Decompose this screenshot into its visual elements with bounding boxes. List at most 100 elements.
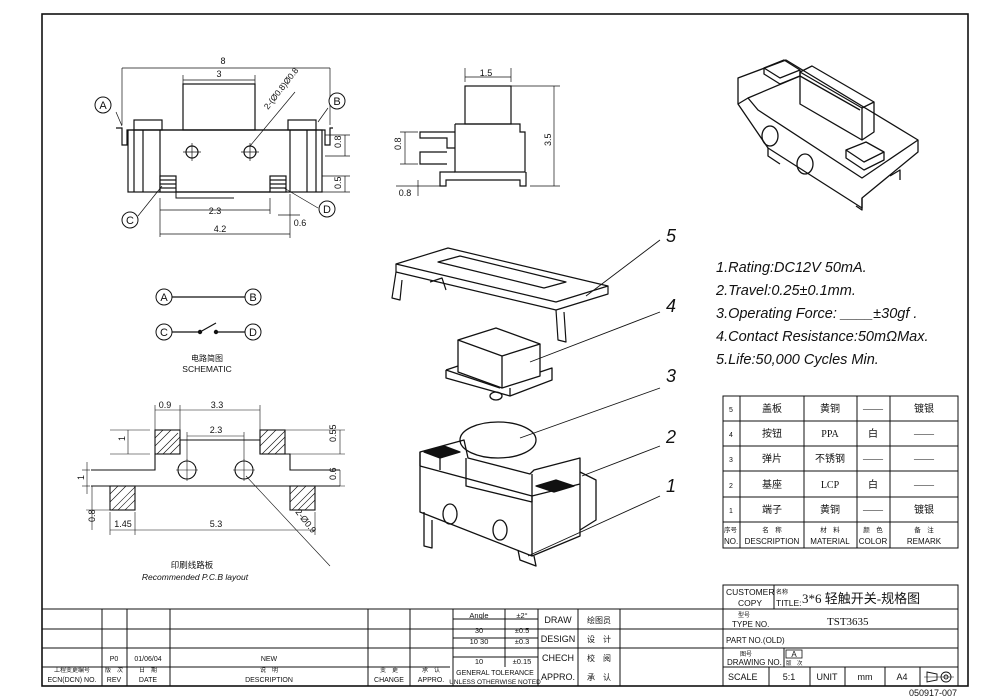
bom-cell-desc: 端子 xyxy=(762,503,782,516)
part-5-cover xyxy=(391,247,609,343)
svg-text:变 更: 变 更 xyxy=(380,666,398,674)
svg-text:CUSTOMER: CUSTOMER xyxy=(726,587,775,597)
bom-cell-color: 白 xyxy=(868,478,878,491)
bom-cell-desc: 基座 xyxy=(762,478,782,491)
pcb-dim-09: 0.9 xyxy=(159,400,172,410)
bom-cell-no: 4 xyxy=(729,432,733,439)
svg-text:承 认: 承 认 xyxy=(422,666,440,674)
schematic-a: A xyxy=(155,288,173,306)
svg-text:DESIGN: DESIGN xyxy=(541,634,576,644)
svg-text:版 次: 版 次 xyxy=(105,666,123,674)
pcb-dim-145: 1.45 xyxy=(114,519,132,529)
svg-text:A: A xyxy=(791,650,797,659)
pcb-caption-cn: 印刷线路板 xyxy=(171,560,214,570)
spec-life: 5.Life:50,000 Cycles Min. xyxy=(716,352,879,368)
spec-travel: 2.Travel:0.25±0.1mm. xyxy=(716,283,856,299)
schematic-c: C xyxy=(155,323,173,341)
svg-text:10 30: 10 30 xyxy=(470,637,489,646)
svg-text:±0.3: ±0.3 xyxy=(515,637,530,646)
svg-text:型号: 型号 xyxy=(738,611,750,619)
dim-top-button: 3 xyxy=(216,69,221,79)
bom-cell-color: —— xyxy=(862,505,884,516)
bom-cell-material: PPA xyxy=(821,429,839,440)
svg-text:D: D xyxy=(249,327,257,339)
bom-cell-material: LCP xyxy=(821,480,840,491)
bom-cell-material: 不锈钢 xyxy=(815,452,845,465)
terminal-label-c: C xyxy=(121,211,139,229)
bom-cell-remark: 镀银 xyxy=(914,402,934,415)
spec-rating: 1.Rating:DC12V 50mA. xyxy=(716,260,867,276)
title-block: CUSTOMER COPY 名称 TITLE: 3*6 轻触开关-规格图 型号 … xyxy=(48,587,954,686)
svg-text:Angle: Angle xyxy=(469,611,488,620)
part-label-4: 4 xyxy=(666,296,676,316)
svg-text:材 料: 材 料 xyxy=(820,525,840,534)
bom-cell-remark: —— xyxy=(913,480,935,491)
svg-text:REV: REV xyxy=(107,677,122,684)
border-frame xyxy=(41,13,969,687)
svg-text:01/06/04: 01/06/04 xyxy=(134,656,161,663)
terminal-label-a: A xyxy=(94,96,112,114)
pcb-caption: Recommended P.C.B layout xyxy=(142,572,249,582)
svg-text:B: B xyxy=(333,96,340,108)
pcb-dim-06: 0.6 xyxy=(328,467,338,480)
svg-text:NO.: NO. xyxy=(724,537,738,546)
dim-top-c1: 2.3 xyxy=(209,206,222,216)
svg-text:CHANGE: CHANGE xyxy=(374,677,404,684)
svg-text:±0.15: ±0.15 xyxy=(513,657,532,666)
svg-text:版 次: 版 次 xyxy=(786,659,803,667)
bom-cell-no: 3 xyxy=(729,457,733,464)
part-label-2: 2 xyxy=(665,427,676,447)
bom-cell-color: —— xyxy=(862,454,884,465)
svg-text:DESCRIPTION: DESCRIPTION xyxy=(745,537,800,546)
part-3-dome xyxy=(459,421,537,459)
svg-text:C: C xyxy=(160,327,168,339)
svg-text:B: B xyxy=(249,292,256,304)
bom-header: 序号 NO. 名 称 DESCRIPTION 材 料 MATERIAL 颜 色 … xyxy=(724,525,942,546)
svg-text:TITLE:: TITLE: xyxy=(776,598,802,608)
dim-top-hole: 2-(Ø0.8)Ø0.8 xyxy=(262,65,301,111)
svg-text:设 计: 设 计 xyxy=(587,634,611,644)
bom-cell-no: 5 xyxy=(729,407,733,414)
svg-text:校 阅: 校 阅 xyxy=(587,653,611,663)
bom-cell-color: —— xyxy=(862,404,884,415)
dim-top-h1: 0.8 xyxy=(333,135,343,148)
svg-text:ECN(DCN) NO.: ECN(DCN) NO. xyxy=(48,677,97,684)
type-value: TST3635 xyxy=(827,616,869,628)
dim-top-c3: 0.6 xyxy=(294,218,307,228)
projection-icon xyxy=(924,671,954,683)
svg-text:图号: 图号 xyxy=(740,651,752,658)
isometric-view xyxy=(737,59,919,211)
dim-side-s1: 0.8 xyxy=(393,137,403,150)
svg-text:PART NO.(OLD): PART NO.(OLD) xyxy=(726,636,785,645)
bom-cell-remark: —— xyxy=(913,454,935,465)
part-leaders xyxy=(519,239,661,557)
pcb-dim-53: 5.3 xyxy=(210,519,223,529)
svg-text:DESCRIPTION: DESCRIPTION xyxy=(245,677,293,684)
pcb-dim-23: 2.3 xyxy=(210,425,223,435)
schematic-d: D xyxy=(244,323,262,341)
schematic xyxy=(172,296,245,335)
svg-text:DRAW: DRAW xyxy=(544,615,572,625)
svg-text:C: C xyxy=(126,215,134,227)
dim-side-s2: 0.8 xyxy=(399,188,412,198)
bom-cell-remark: —— xyxy=(913,429,935,440)
bom-cell-no: 1 xyxy=(729,508,733,515)
dim-side-w: 1.5 xyxy=(480,68,493,78)
svg-text:序号: 序号 xyxy=(724,525,738,534)
svg-text:CHECH: CHECH xyxy=(542,653,574,663)
pcb-layout xyxy=(82,405,345,567)
svg-text:工程变更编号: 工程变更编号 xyxy=(54,666,90,674)
schematic-b: B xyxy=(244,288,262,306)
svg-text:±2°: ±2° xyxy=(516,611,527,620)
svg-text:±0.5: ±0.5 xyxy=(515,626,530,635)
bom-cell-material: 黄铜 xyxy=(820,503,840,516)
svg-text:P0: P0 xyxy=(110,656,119,663)
svg-text:NEW: NEW xyxy=(261,656,278,663)
spec-resistance: 4.Contact Resistance:50mΩMax. xyxy=(716,329,929,345)
terminal-label-b: B xyxy=(328,92,346,110)
